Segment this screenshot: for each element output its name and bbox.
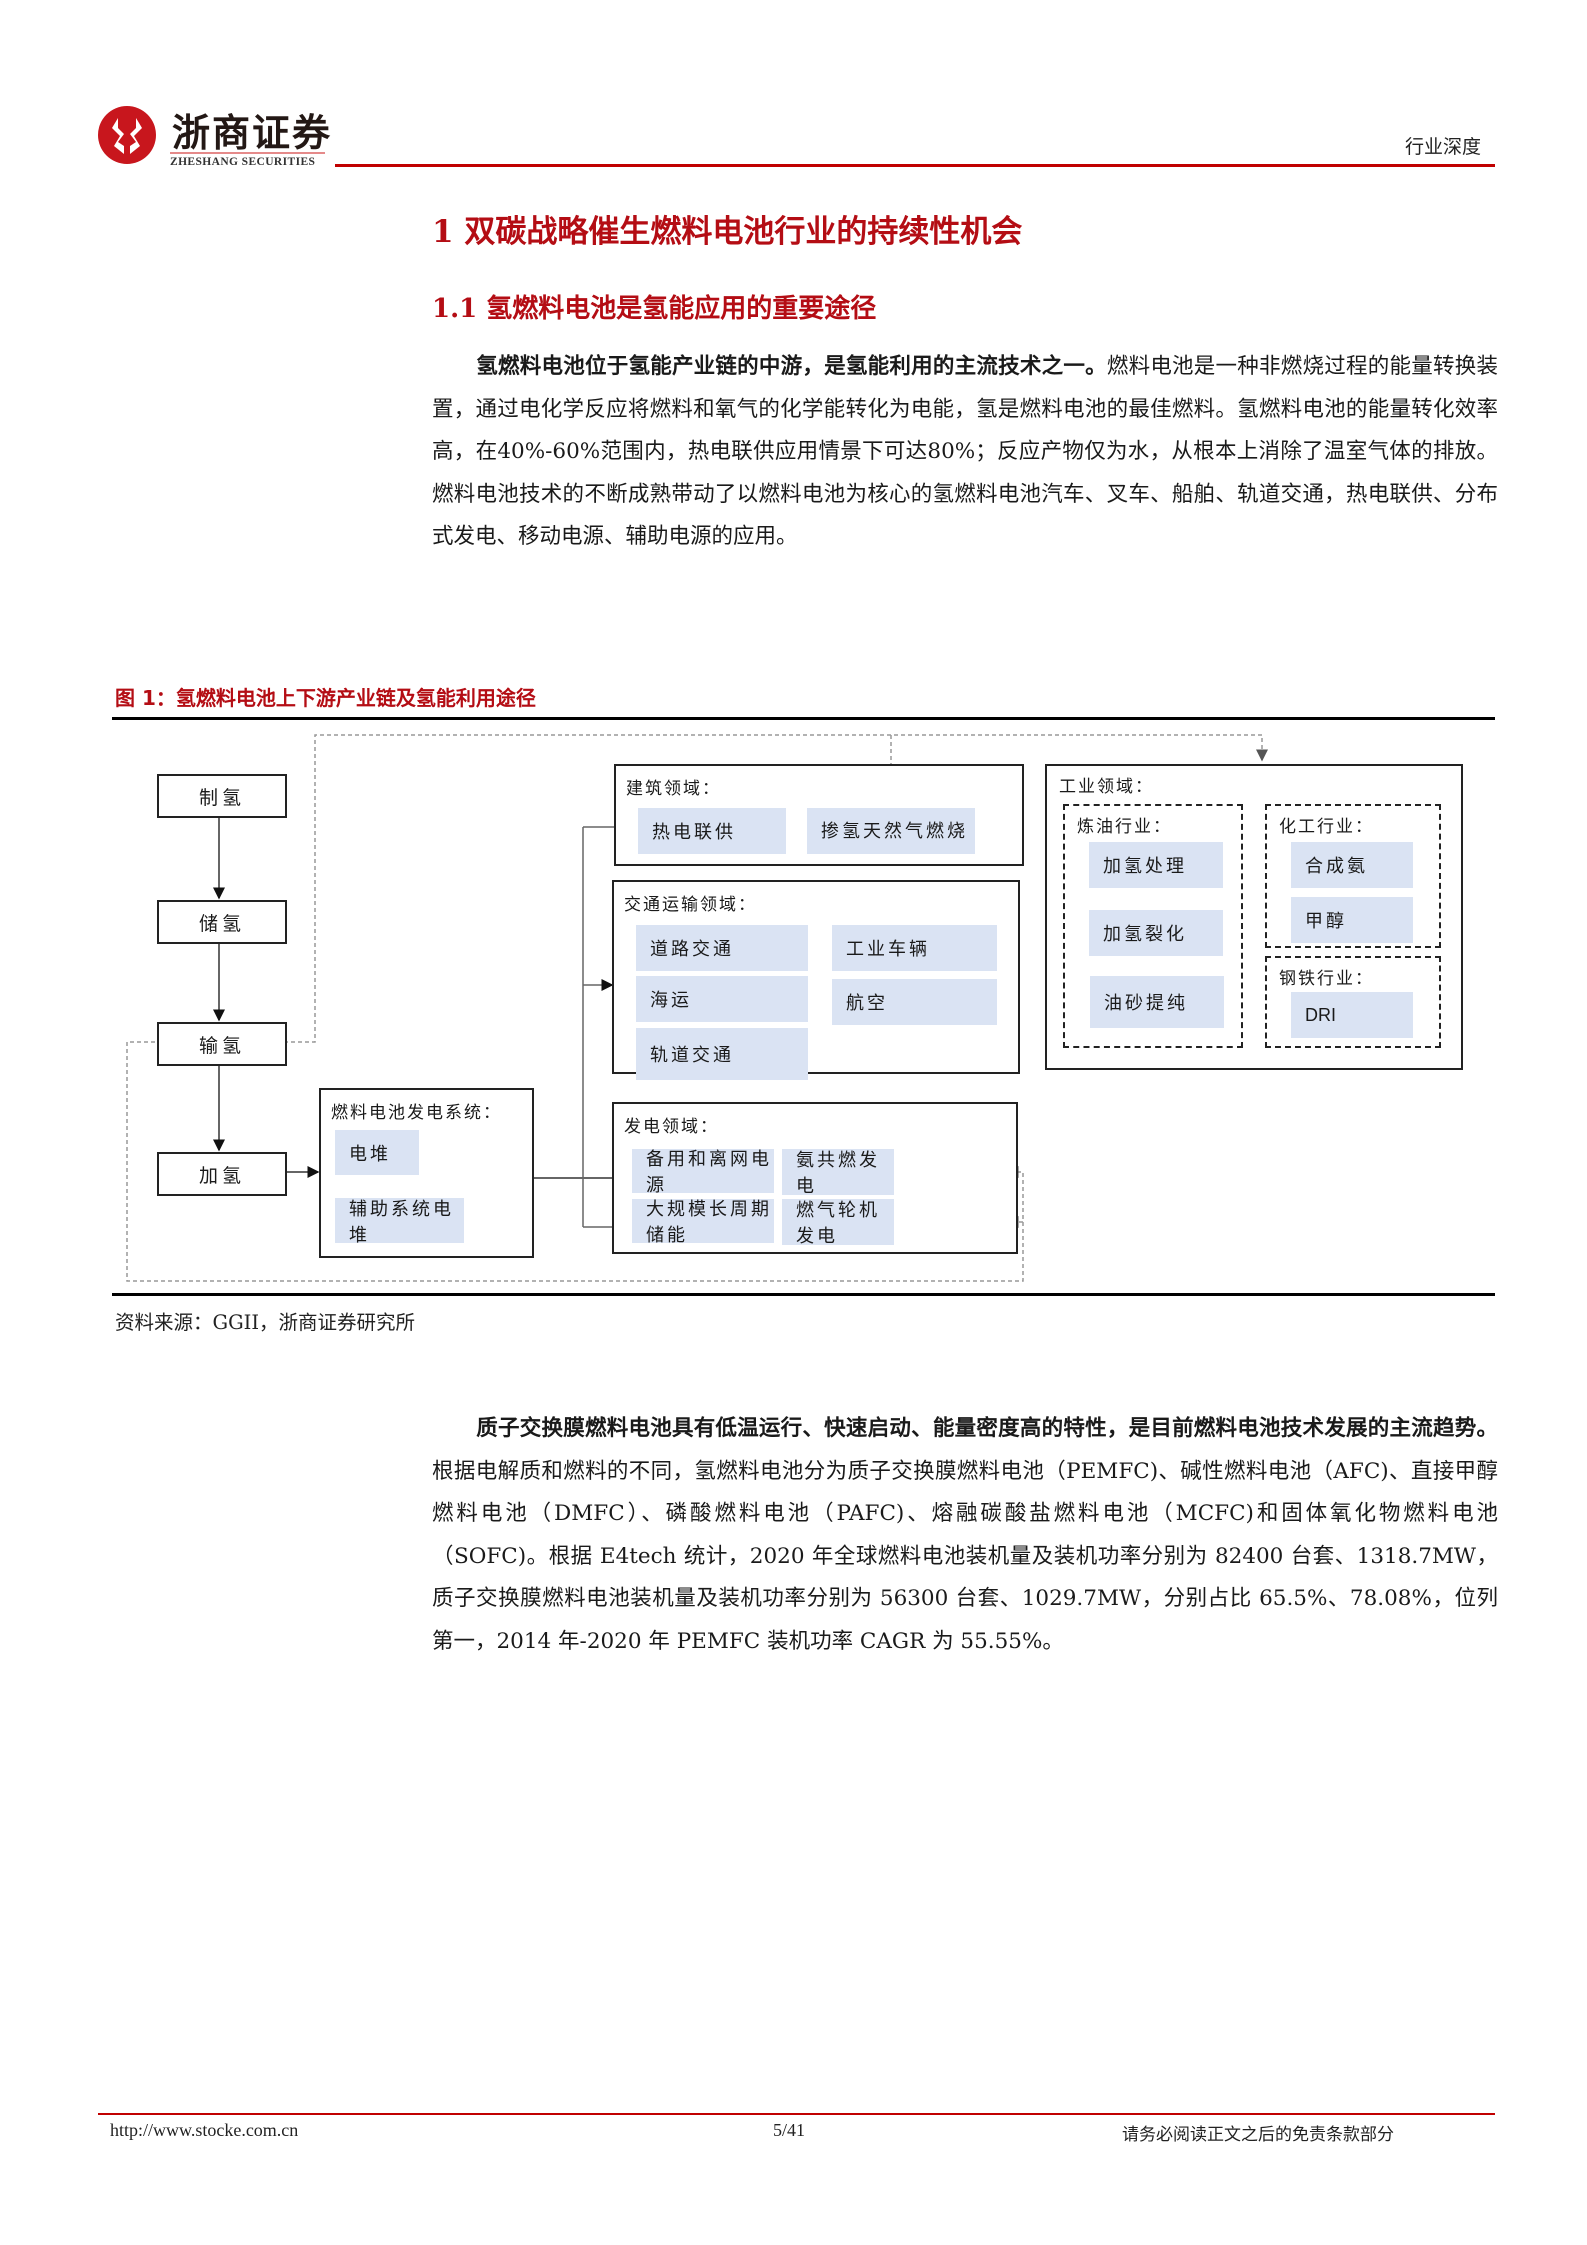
chip-rail-transit: 轨道交通 <box>636 1028 808 1080</box>
chip-hydrogen-blended-gas: 掺氢天然气燃烧 <box>807 808 975 854</box>
paragraph-2-lead: 质子交换膜燃料电池具有低温运行、快速启动、能量密度高的特性，是目前燃料电池技术发… <box>476 1416 1498 1441</box>
page-number: 5/41 <box>773 2120 806 2140</box>
chip-chp: 热电联供 <box>638 808 786 854</box>
chip-industrial-vehicles: 工业车辆 <box>832 925 997 971</box>
report-type: 行业深度 <box>1405 136 1482 158</box>
transport-title: 交通运输领域： <box>624 895 757 915</box>
chip-aviation: 航空 <box>832 979 997 1025</box>
figure-top-rule <box>112 717 1495 720</box>
chip-road-transport: 道路交通 <box>636 925 808 971</box>
chip-shipping: 海运 <box>636 976 808 1022</box>
steel-title: 钢铁行业： <box>1279 969 1374 989</box>
brand-name-en: ZHESHANG SECURITIES <box>170 156 316 168</box>
paragraph-1-body: 燃料电池是一种非燃烧过程的能量转换装置，通过电化学反应将燃料和氧气的化学能转化为… <box>432 354 1498 549</box>
steel-group: 钢铁行业： DRI <box>1265 956 1441 1048</box>
figure-bottom-rule <box>112 1293 1495 1296</box>
chip-hydrocracking: 加氢裂化 <box>1089 910 1223 956</box>
chip-stack: 电堆 <box>335 1130 419 1175</box>
footer-disclaimer: 请务必阅读正文之后的免责条款部分 <box>1122 2125 1394 2145</box>
header-divider <box>335 164 1495 167</box>
industry-title: 工业领域： <box>1059 777 1154 797</box>
chip-hydrotreating: 加氢处理 <box>1089 842 1223 888</box>
chip-ammonia-cofiring: 氨共燃发电 <box>782 1149 894 1197</box>
industry-panel: 工业领域： 炼油行业： 加氢处理 加氢裂化 油砂提纯 化工行业： 合成氨 甲醇 … <box>1045 764 1463 1070</box>
footer-website-link[interactable]: http://www.stocke.com.cn <box>110 2120 299 2140</box>
paragraph-2-body: 根据电解质和燃料的不同，氢燃料电池分为质子交换膜燃料电池（PEMFC)、碱性燃料… <box>432 1458 1498 1654</box>
footer-divider <box>98 2113 1495 2115</box>
power-title: 发电领域： <box>624 1117 719 1137</box>
chain-step-production: 制氢 <box>157 774 287 818</box>
paragraph-1-lead: 氢燃料电池位于氢能产业链的中游，是氢能利用的主流技术之一。 <box>476 354 1107 379</box>
brand-name: 浙商证券 <box>172 111 333 155</box>
chain-step-refueling: 加氢 <box>157 1152 287 1196</box>
chemical-group: 化工行业： 合成氨 甲醇 <box>1265 804 1441 948</box>
figure-title: 图 1：氢燃料电池上下游产业链及氢能利用途径 <box>115 686 536 710</box>
figure-source: 资料来源：GGII，浙商证券研究所 <box>115 1311 416 1334</box>
logo-divider <box>170 152 325 154</box>
chip-large-scale-storage: 大规模长周期储能 <box>632 1199 774 1246</box>
refining-title: 炼油行业： <box>1077 817 1172 837</box>
chemical-title: 化工行业： <box>1279 817 1374 837</box>
paragraph-1: 氢燃料电池位于氢能产业链的中游，是氢能利用的主流技术之一。燃料电池是一种非燃烧过… <box>432 346 1498 559</box>
chip-methanol: 甲醇 <box>1291 897 1413 943</box>
building-panel: 建筑领域： 热电联供 掺氢天然气燃烧 <box>614 764 1024 866</box>
power-panel: 发电领域： 备用和离网电源 氨共燃发电 大规模长周期储能 燃气轮机发电 <box>612 1102 1018 1254</box>
paragraph-2: 质子交换膜燃料电池具有低温运行、快速启动、能量密度高的特性，是目前燃料电池技术发… <box>432 1408 1498 1663</box>
building-title: 建筑领域： <box>626 779 721 799</box>
section-heading: 1 双碳战略催生燃料电池行业的持续性机会 <box>432 214 1023 250</box>
chip-dri: DRI <box>1291 992 1413 1038</box>
chain-step-storage: 储氢 <box>157 900 287 944</box>
subsection-heading: 1.1 氢燃料电池是氢能应用的重要途径 <box>432 294 877 324</box>
fuel-cell-system-panel: 燃料电池发电系统： 电堆 辅助系统电堆 <box>319 1088 534 1258</box>
fuel-cell-system-title: 燃料电池发电系统： <box>331 1103 502 1123</box>
logo-icon <box>98 106 156 164</box>
chip-auxiliary-stack: 辅助系统电堆 <box>335 1198 464 1246</box>
chain-step-transport: 输氢 <box>157 1022 287 1066</box>
chip-oil-sands: 油砂提纯 <box>1090 976 1224 1028</box>
transport-panel: 交通运输领域： 道路交通 工业车辆 海运 航空 轨道交通 <box>612 880 1020 1080</box>
chip-ammonia-synthesis: 合成氨 <box>1291 842 1413 888</box>
refining-group: 炼油行业： 加氢处理 加氢裂化 油砂提纯 <box>1063 804 1243 1048</box>
chip-gas-turbine: 燃气轮机发电 <box>782 1199 894 1247</box>
chip-backup-offgrid: 备用和离网电源 <box>632 1149 774 1196</box>
